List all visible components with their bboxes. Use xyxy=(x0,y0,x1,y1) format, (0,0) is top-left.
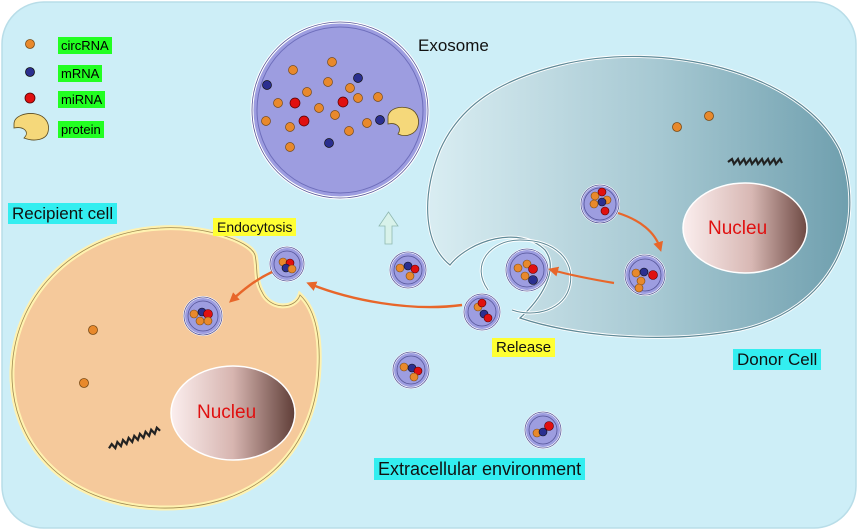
vesicle-release xyxy=(463,293,501,331)
arrow-release-to-recipient xyxy=(306,281,463,309)
legend-item-mrna: mRNA xyxy=(18,62,148,84)
label-donor-cell: Donor Cell xyxy=(733,349,822,370)
legend-item-mirna: miRNA xyxy=(18,88,148,110)
legend-mrna-icon xyxy=(25,67,35,77)
arrow-toward-pocket xyxy=(548,266,615,285)
vesicle-extracellular-1 xyxy=(389,251,427,289)
label-endocytosis: Endocytosis xyxy=(213,218,297,236)
vesicle-extracellular-2 xyxy=(392,351,430,389)
donor-dna-coil xyxy=(727,156,783,167)
recipient-dna-coil xyxy=(108,425,161,451)
donor-circrna-1 xyxy=(672,122,682,132)
vesicle-endocytosis xyxy=(269,246,305,282)
label-release: Release xyxy=(492,338,556,357)
donor-release-pocket-edge xyxy=(480,239,572,314)
legend-item-protein: protein xyxy=(18,118,148,140)
legend-protein-icon xyxy=(13,113,49,141)
recipient-nucleus xyxy=(170,365,296,461)
exosome-protein xyxy=(387,106,419,136)
label-extracellular-environment: Extracellular environment xyxy=(374,458,586,480)
label-recipient-cell: Recipient cell xyxy=(8,203,118,224)
donor-cell-outline xyxy=(427,55,851,338)
legend-label-protein: protein xyxy=(58,121,104,138)
arrow-to-exosome xyxy=(378,211,399,245)
recipient-cell-outline xyxy=(11,227,320,509)
label-recipient-nucleus: Nucleu xyxy=(197,402,257,423)
donor-nucleus xyxy=(682,182,808,274)
legend-label-mirna: miRNA xyxy=(58,91,106,108)
arrow-endocytosis-inward xyxy=(229,270,273,303)
recipient-circrna-1 xyxy=(88,325,98,335)
donor-circrna-2 xyxy=(704,111,714,121)
vesicle-donor-upper xyxy=(580,184,620,224)
arrow-donor-vesicle-down xyxy=(617,211,663,252)
label-exosome: Exosome xyxy=(418,36,489,55)
label-donor-nucleus: Nucleu xyxy=(708,218,768,239)
legend-circrna-icon xyxy=(25,39,35,49)
exosome-contents xyxy=(261,57,385,152)
legend-label-mrna: mRNA xyxy=(58,65,103,82)
legend-label-circrna: circRNA xyxy=(58,37,112,54)
vesicle-recipient xyxy=(183,296,223,336)
legend-mirna-icon xyxy=(24,92,36,104)
legend-item-circrna: circRNA xyxy=(18,34,148,56)
vesicle-donor-lower xyxy=(624,254,666,296)
recipient-circrna-2 xyxy=(79,378,89,388)
vesicle-in-pocket xyxy=(505,248,549,292)
vesicle-extracellular-3 xyxy=(524,411,562,449)
exosome-large-ring xyxy=(256,26,424,194)
